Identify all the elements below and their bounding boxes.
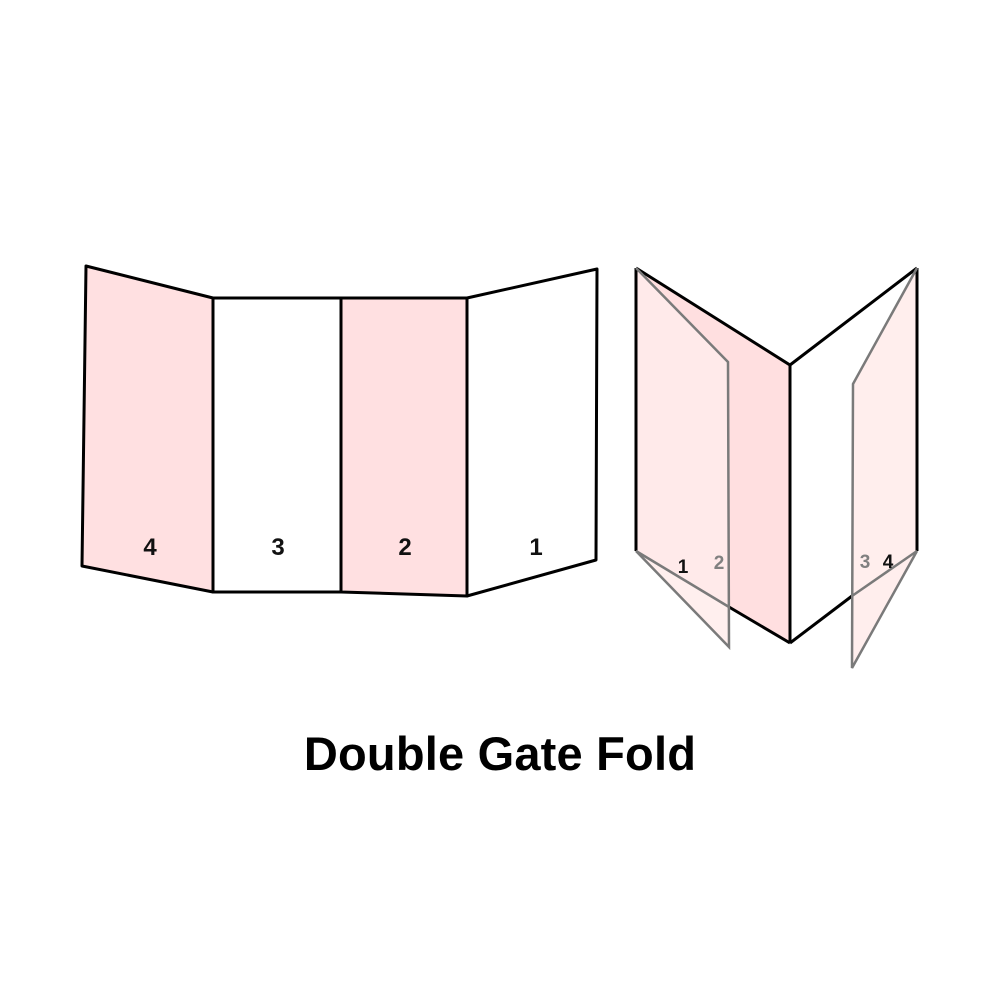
folded-outline-bottom-left [728,605,791,645]
flat-panel-1-label: 1 [529,534,542,561]
folded-label-2: 2 [714,553,725,574]
folded-outline-bottom-right [789,594,853,645]
folded-right-flap [852,268,917,668]
folded-left-flap-outline [635,267,731,651]
flat-panel-1 [465,267,599,598]
folded-label-3: 3 [860,552,871,573]
flat-panel-3-label: 3 [271,534,284,561]
folded-label-4: 4 [883,552,894,573]
folded-left-flap [636,268,729,647]
folded-right-bottom-edge-gray [851,549,918,598]
folded-right-flap-outline [850,267,919,669]
flat-panel-2-label: 2 [398,534,411,561]
folded-label-1: 1 [678,557,689,578]
folded-sheet: 1 2 3 4 [634,266,919,669]
flat-panel-4-label: 4 [143,534,157,561]
folded-left-bottom-edge-gray [635,549,730,609]
flat-sheet: 4 3 2 1 [80,264,599,598]
diagram-title: Double Gate Fold [303,727,697,780]
